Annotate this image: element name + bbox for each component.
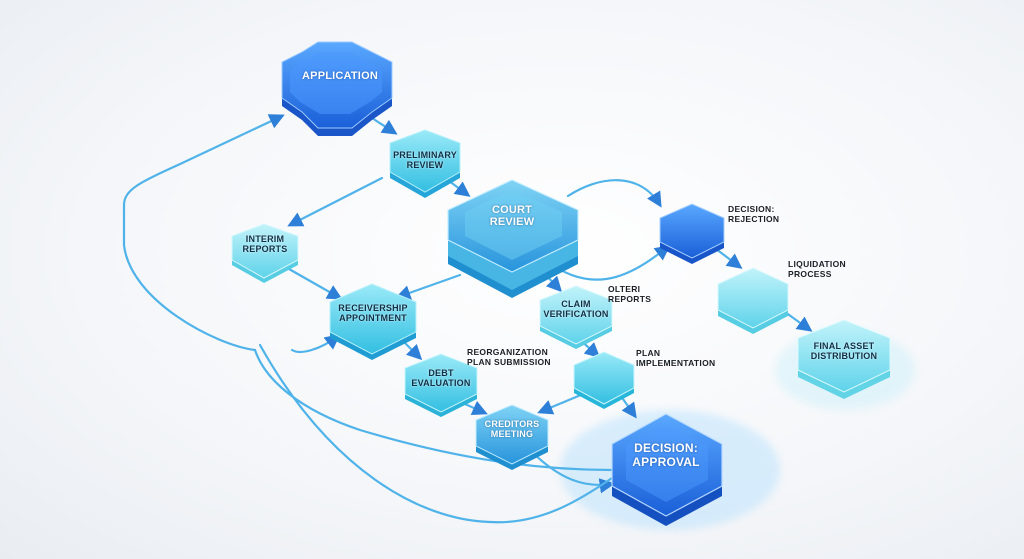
connector-court-rejection: [566, 179, 662, 208]
connector-court-rejection-lower: [546, 245, 671, 281]
node-liquidation-process[interactable]: [717, 267, 789, 334]
connector-creditors-approval: [528, 448, 616, 494]
node-application[interactable]: [281, 41, 393, 136]
connector-preliminary-interim: [287, 176, 384, 227]
node-claim-verification[interactable]: [539, 285, 613, 349]
node-receivership-appointment[interactable]: [329, 283, 417, 360]
side-label-plan-implementation: PLAN IMPLEMENTATION: [636, 348, 716, 368]
connector-interim-receivership: [280, 263, 343, 300]
connector-outer-loop: [258, 343, 614, 524]
connector-approval-application-loop: [122, 114, 614, 472]
node-decision-approval[interactable]: [611, 413, 723, 526]
node-decision-rejection[interactable]: [659, 203, 725, 264]
node-final-asset-distribution[interactable]: [797, 319, 891, 399]
side-label-decision-rejection: DECISION: REJECTION: [728, 204, 780, 224]
node-preliminary-review[interactable]: [389, 129, 461, 198]
node-court-review[interactable]: [447, 179, 579, 298]
node-creditors-meeting[interactable]: [475, 404, 549, 470]
connector-court-receivership: [395, 273, 462, 301]
connector-application-preliminary: [370, 116, 398, 135]
side-label-liquidation-process: LIQUIDATION PROCESS: [788, 259, 846, 279]
connector-liquidation-distribution: [783, 310, 813, 332]
node-interim-reports[interactable]: [231, 223, 299, 283]
node-plan-implementation[interactable]: [573, 351, 635, 409]
node-debt-evaluation[interactable]: [404, 353, 478, 417]
side-label-reorganization-plan-submission: REORGANIZATION PLAN SUBMISSION: [467, 347, 551, 367]
side-label-olteri-reports: OLTERI REPORTS: [608, 284, 652, 304]
